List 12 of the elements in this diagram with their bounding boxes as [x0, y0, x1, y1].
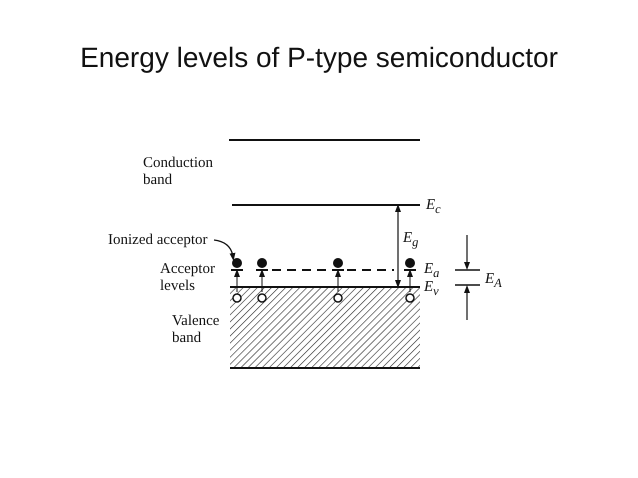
callout-text: Ionized acceptor: [108, 232, 208, 249]
energy-symbol: E$_{c}$: [426, 197, 441, 218]
leader-arrow: [214, 239, 236, 261]
energy-symbol: E$_{g}$: [403, 230, 418, 251]
band-label: Conduction band: [143, 155, 214, 189]
band-label: Valence band: [172, 313, 220, 347]
level-label: Acceptor levels: [160, 261, 216, 295]
energy-symbol: E$_{v}$: [424, 279, 439, 300]
acceptor-symbol: [230, 256, 244, 304]
energy-symbol: E$_{a}$: [424, 261, 440, 281]
energy-symbol: E$_{A}$: [485, 271, 502, 292]
title: Energy levels of P-type semiconductor: [79, 42, 559, 74]
